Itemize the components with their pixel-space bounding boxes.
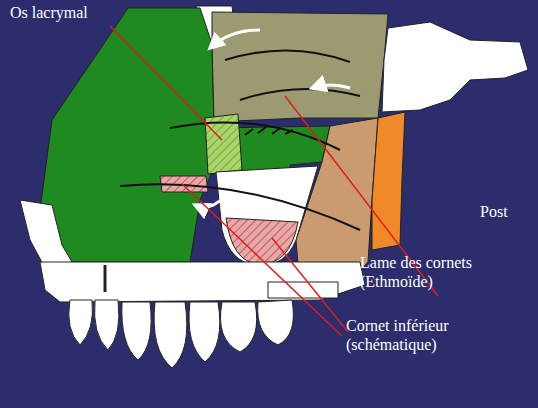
turbinate-lines xyxy=(120,50,360,230)
palate xyxy=(40,262,365,302)
part-label: Cornet inférieur (schématique) xyxy=(346,316,486,354)
incisor-mark xyxy=(104,265,107,292)
sinus-opening xyxy=(216,166,318,265)
nasal-spine xyxy=(20,200,72,268)
sphenoid xyxy=(382,22,528,112)
teeth xyxy=(69,300,294,368)
flow-arrows xyxy=(195,30,350,207)
palate-section xyxy=(268,282,338,298)
part-label: Lame des cornets (Ethmoïde) xyxy=(360,253,505,291)
ethmoid-plate xyxy=(212,12,388,122)
direction-label: Post xyxy=(480,202,530,221)
part-label: Os lacrymal xyxy=(10,3,140,22)
pterygoid xyxy=(372,112,405,250)
